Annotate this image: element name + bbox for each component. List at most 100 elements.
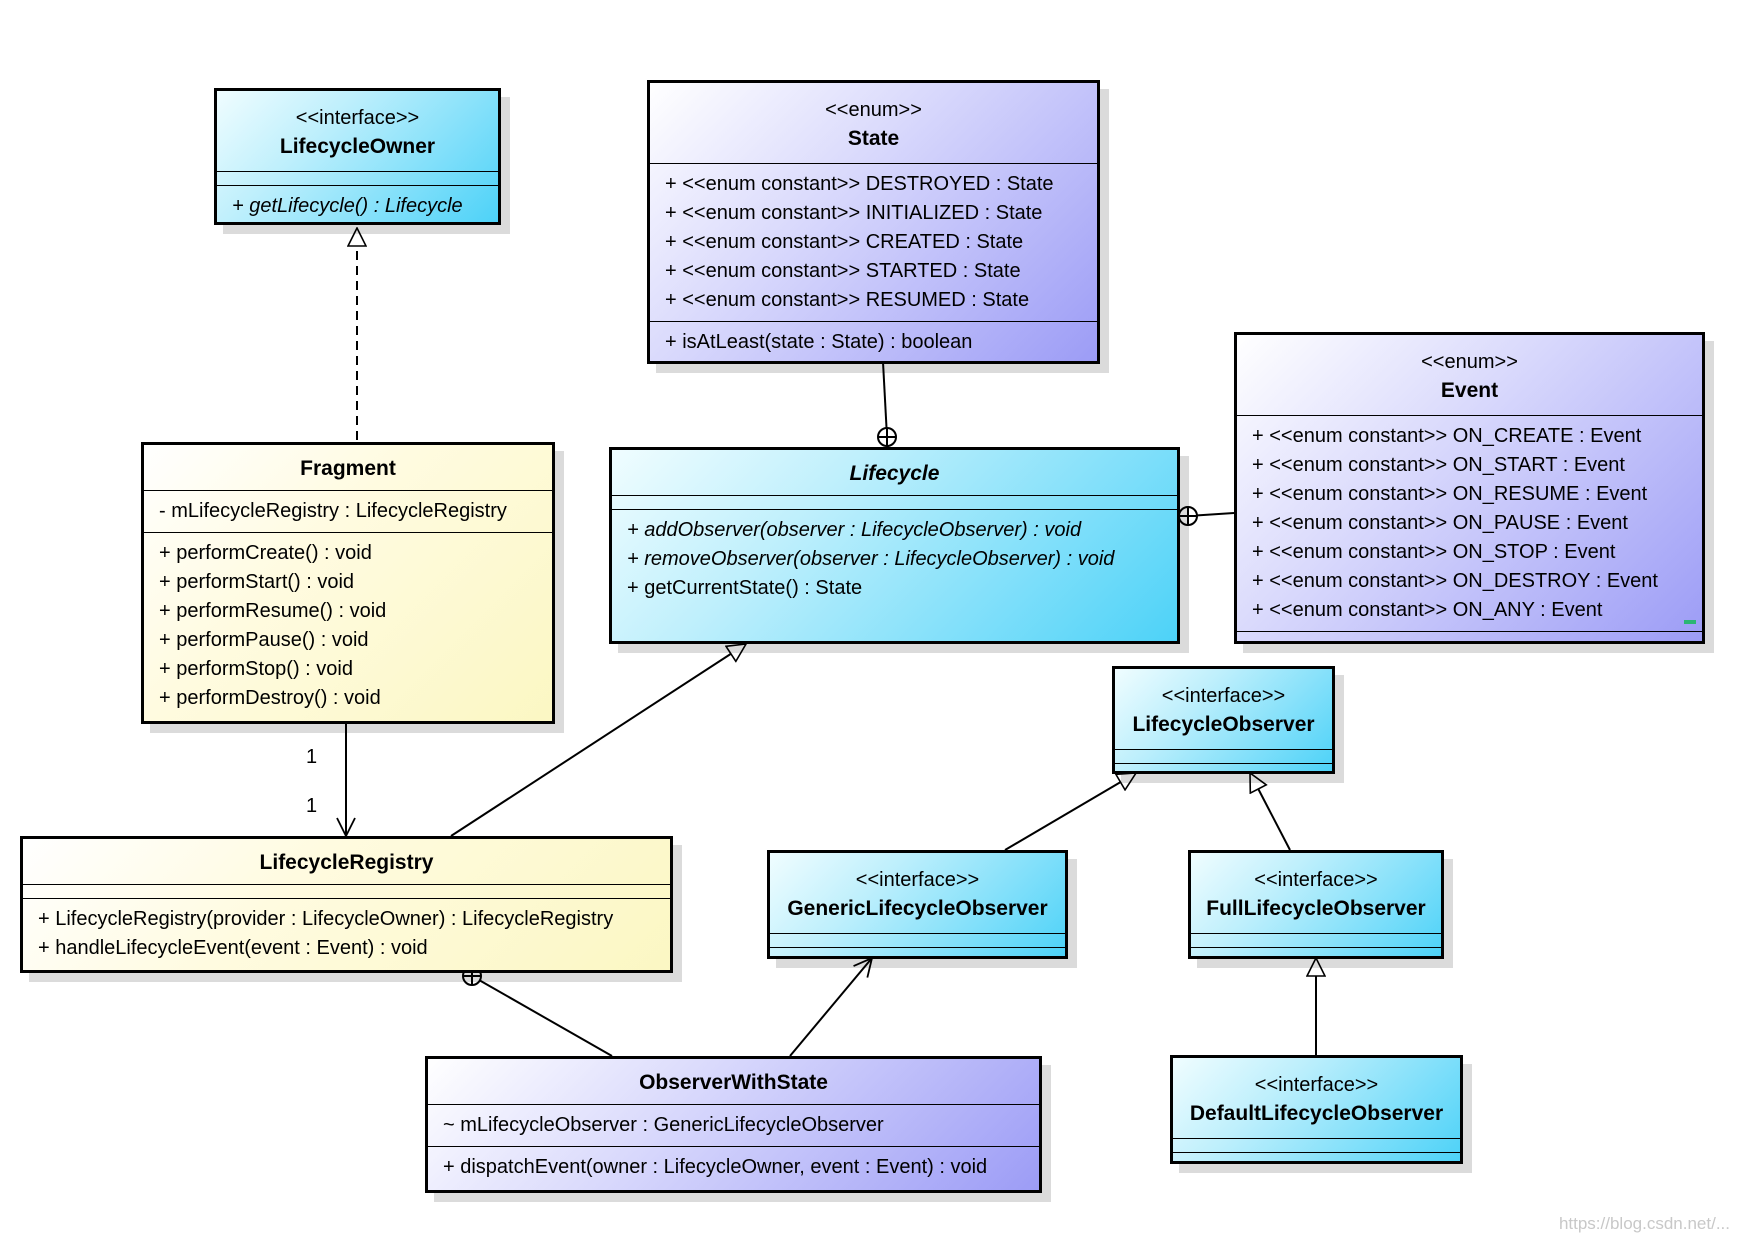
class-header: <<interface>> LifecycleObserver bbox=[1115, 669, 1332, 750]
class-lifecycle-observer[interactable]: <<interface>> LifecycleObserver bbox=[1112, 666, 1335, 774]
operations-compartment: + addObserver(observer : LifecycleObserv… bbox=[612, 510, 1177, 609]
registry-extends-lifecycle bbox=[450, 644, 746, 837]
multiplicity-registry-end: 1 bbox=[306, 795, 318, 817]
stereotype-label: <<interface>> bbox=[1254, 1074, 1379, 1096]
enum-constant: + <<enum constant>> CREATED : State bbox=[665, 231, 1024, 253]
class-name: Event bbox=[1440, 379, 1499, 402]
operations-compartment bbox=[770, 948, 1065, 961]
operation: + performStop() : void bbox=[159, 658, 353, 680]
state-nested-in-lifecycle bbox=[877, 361, 897, 447]
stereotype-label: <<interface>> bbox=[855, 869, 980, 891]
multiplicity-fragment-end: 1 bbox=[306, 746, 318, 768]
attributes-compartment bbox=[217, 172, 498, 186]
operations-compartment: + LifecycleRegistry(provider : Lifecycle… bbox=[23, 899, 670, 969]
generic-extends-lifecycle-observer bbox=[1004, 773, 1136, 851]
class-name: FullLifecycleObserver bbox=[1206, 897, 1426, 920]
operations-compartment bbox=[1173, 1153, 1460, 1166]
class-lifecycle[interactable]: Lifecycle + addObserver(observer : Lifec… bbox=[609, 447, 1180, 644]
attribute: - mLifecycleRegistry : LifecycleRegistry bbox=[159, 500, 507, 522]
attributes-compartment bbox=[1191, 934, 1441, 948]
operation: + removeObserver(observer : LifecycleObs… bbox=[627, 548, 1115, 570]
attributes-compartment: + <<enum constant>> DESTROYED : State + … bbox=[650, 164, 1097, 322]
class-observer-with-state[interactable]: ObserverWithState ~ mLifecycleObserver :… bbox=[425, 1056, 1042, 1193]
class-header: LifecycleRegistry bbox=[23, 839, 670, 885]
class-event[interactable]: <<enum>> Event + <<enum constant>> ON_CR… bbox=[1234, 332, 1705, 644]
class-name: State bbox=[847, 127, 900, 150]
class-header: <<interface>> LifecycleOwner bbox=[217, 91, 498, 172]
class-header: Lifecycle bbox=[612, 450, 1177, 496]
attributes-compartment: ~ mLifecycleObserver : GenericLifecycleO… bbox=[428, 1105, 1039, 1147]
observer-with-state-refs-generic bbox=[789, 958, 872, 1057]
stereotype-label: <<interface>> bbox=[295, 107, 420, 129]
class-lifecycle-owner[interactable]: <<interface>> LifecycleOwner + getLifecy… bbox=[214, 88, 501, 225]
class-name: GenericLifecycleObserver bbox=[787, 897, 1048, 920]
class-name: LifecycleObserver bbox=[1132, 713, 1315, 736]
enum-constant: + <<enum constant>> ON_RESUME : Event bbox=[1252, 483, 1648, 505]
attribute: ~ mLifecycleObserver : GenericLifecycleO… bbox=[443, 1114, 884, 1136]
attributes-compartment bbox=[23, 885, 670, 899]
full-extends-lifecycle-observer bbox=[1249, 773, 1291, 851]
operations-compartment: + getLifecycle() : Lifecycle bbox=[217, 186, 498, 227]
class-fragment[interactable]: Fragment - mLifecycleRegistry : Lifecycl… bbox=[141, 442, 555, 724]
enum-constant: + <<enum constant>> ON_PAUSE : Event bbox=[1252, 512, 1628, 534]
selection-handle-icon bbox=[1684, 620, 1696, 624]
attributes-compartment: + <<enum constant>> ON_CREATE : Event + … bbox=[1237, 416, 1702, 632]
attributes-compartment bbox=[1115, 750, 1332, 764]
stereotype-label: <<interface>> bbox=[1161, 685, 1286, 707]
stereotype-label: <<enum>> bbox=[825, 99, 922, 121]
attributes-compartment bbox=[770, 934, 1065, 948]
enum-constant: + <<enum constant>> ON_CREATE : Event bbox=[1252, 425, 1642, 447]
class-name: Lifecycle bbox=[849, 462, 940, 485]
observer-with-state-nested-in-registry bbox=[462, 966, 613, 1057]
class-full-lifecycle-observer[interactable]: <<interface>> FullLifecycleObserver bbox=[1188, 850, 1444, 959]
class-header: <<enum>> State bbox=[650, 83, 1097, 164]
operations-compartment: + performCreate() : void + performStart(… bbox=[144, 533, 552, 719]
operation: + performPause() : void bbox=[159, 629, 369, 651]
enum-constant: + <<enum constant>> STARTED : State bbox=[665, 260, 1021, 282]
operation: + getLifecycle() : Lifecycle bbox=[232, 195, 463, 217]
operation: + addObserver(observer : LifecycleObserv… bbox=[627, 519, 1082, 541]
operation: + handleLifecycleEvent(event : Event) : … bbox=[38, 937, 428, 959]
class-lifecycle-registry[interactable]: LifecycleRegistry + LifecycleRegistry(pr… bbox=[20, 836, 673, 973]
stereotype-label: <<interface>> bbox=[1254, 869, 1378, 891]
enum-constant: + <<enum constant>> ON_DESTROY : Event bbox=[1252, 570, 1658, 592]
class-header: Fragment bbox=[144, 445, 552, 491]
operations-compartment bbox=[1237, 632, 1702, 645]
class-name: Fragment bbox=[300, 457, 396, 480]
attributes-compartment: - mLifecycleRegistry : LifecycleRegistry bbox=[144, 491, 552, 533]
operations-compartment bbox=[1191, 948, 1441, 961]
class-header: ObserverWithState bbox=[428, 1059, 1039, 1105]
watermark: https://blog.csdn.net/... bbox=[1558, 1214, 1730, 1233]
enum-constant: + <<enum constant>> ON_ANY : Event bbox=[1252, 599, 1603, 621]
operation: + performStart() : void bbox=[159, 571, 355, 593]
operations-compartment: + dispatchEvent(owner : LifecycleOwner, … bbox=[428, 1147, 1039, 1188]
class-name: ObserverWithState bbox=[639, 1071, 828, 1094]
event-nested-in-lifecycle bbox=[1178, 506, 1235, 526]
class-name: LifecycleRegistry bbox=[259, 851, 434, 874]
operations-compartment: + isAtLeast(state : State) : boolean bbox=[650, 322, 1097, 363]
operation: + performCreate() : void bbox=[159, 542, 372, 564]
class-generic-lifecycle-observer[interactable]: <<interface>> GenericLifecycleObserver bbox=[767, 850, 1068, 959]
class-name: DefaultLifecycleObserver bbox=[1189, 1102, 1444, 1125]
class-header: <<interface>> GenericLifecycleObserver bbox=[770, 853, 1065, 934]
attributes-compartment bbox=[1173, 1139, 1460, 1153]
class-header: <<interface>> FullLifecycleObserver bbox=[1191, 853, 1441, 934]
class-state[interactable]: <<enum>> State + <<enum constant>> DESTR… bbox=[647, 80, 1100, 364]
operation: + performDestroy() : void bbox=[159, 687, 381, 709]
class-header: <<enum>> Event bbox=[1237, 335, 1702, 416]
enum-constant: + <<enum constant>> INITIALIZED : State bbox=[665, 202, 1043, 224]
stereotype-label: <<enum>> bbox=[1421, 351, 1518, 373]
attributes-compartment bbox=[612, 496, 1177, 510]
operations-compartment bbox=[1115, 764, 1332, 777]
enum-constant: + <<enum constant>> DESTROYED : State bbox=[665, 173, 1054, 195]
operation: + dispatchEvent(owner : LifecycleOwner, … bbox=[443, 1156, 988, 1178]
operation: + performResume() : void bbox=[159, 600, 387, 622]
class-header: <<interface>> DefaultLifecycleObserver bbox=[1173, 1058, 1460, 1139]
operation: + LifecycleRegistry(provider : Lifecycle… bbox=[38, 908, 614, 930]
enum-constant: + <<enum constant>> ON_START : Event bbox=[1252, 454, 1625, 476]
class-name: LifecycleOwner bbox=[279, 135, 436, 158]
class-default-lifecycle-observer[interactable]: <<interface>> DefaultLifecycleObserver bbox=[1170, 1055, 1463, 1164]
enum-constant: + <<enum constant>> RESUMED : State bbox=[665, 289, 1030, 311]
enum-constant: + <<enum constant>> ON_STOP : Event bbox=[1252, 541, 1616, 563]
operation: + getCurrentState() : State bbox=[627, 577, 863, 599]
